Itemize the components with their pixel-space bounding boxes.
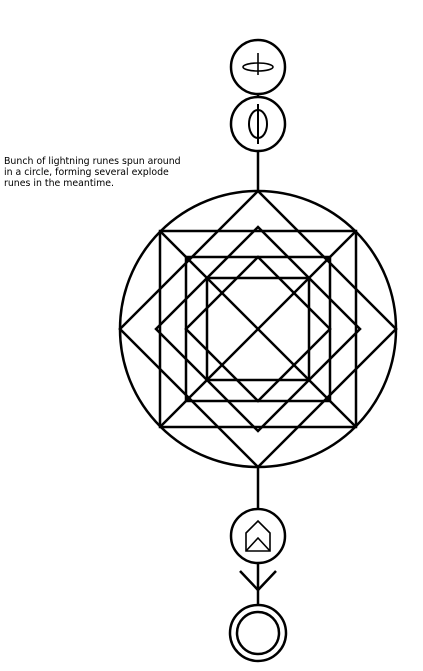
envelope-icon: [229, 507, 287, 565]
flat-circle-cross-icon: [229, 38, 287, 96]
double-circle-icon: [228, 603, 288, 663]
arrow-down-icon: [239, 570, 277, 592]
rune-description: Bunch of lightning runes spun around in …: [4, 156, 181, 189]
nested-octagram-circle-icon: [118, 189, 398, 469]
circle-phi-icon: [229, 95, 287, 153]
